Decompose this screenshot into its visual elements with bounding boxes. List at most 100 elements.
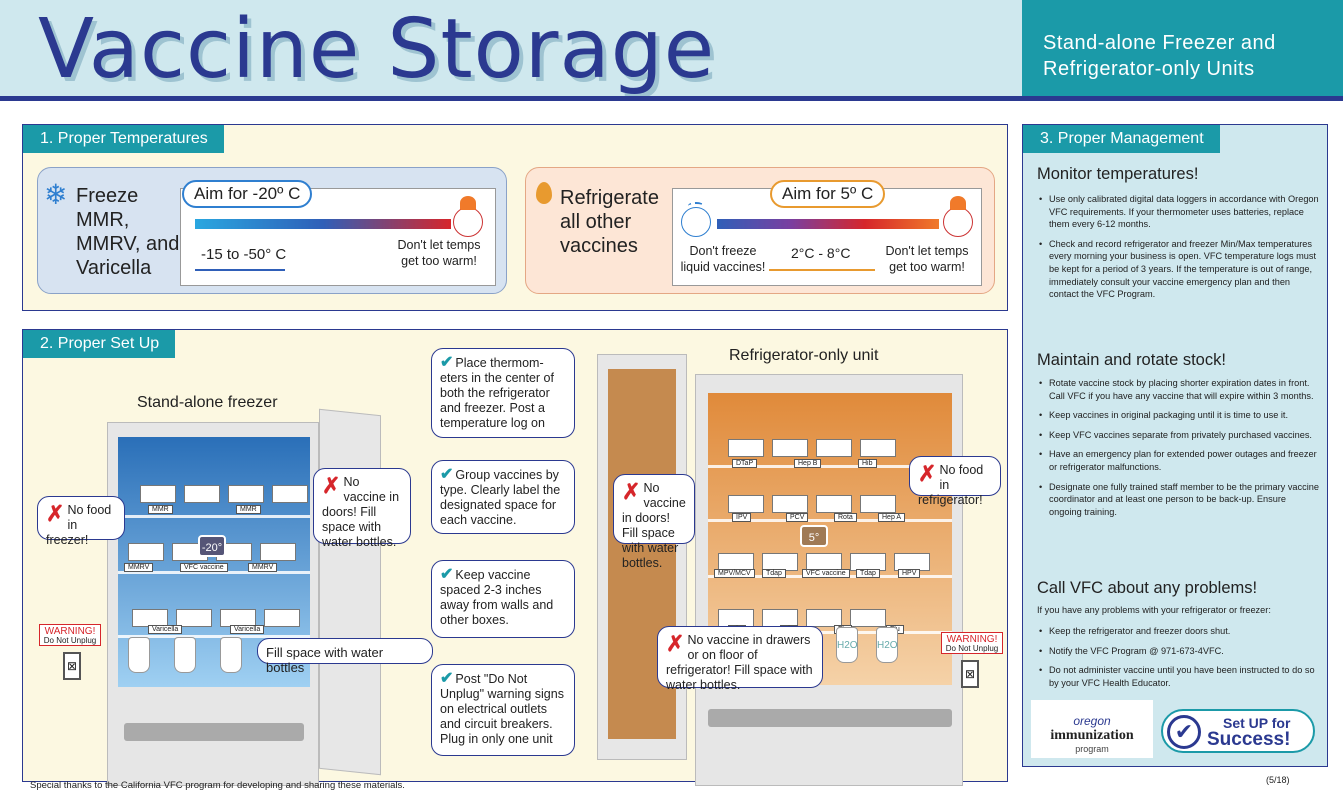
logo-text: immunization [1050,728,1134,743]
droplet-icon [536,182,552,204]
cold-warn-line: Don't freeze [689,244,757,258]
check-badge-icon: ✔ [1167,715,1201,749]
freeze-box: ❄ Freeze MMR, MMRV, and Varicella -15 to… [37,167,507,294]
fridge-warning-sign: WARNING! Do Not Unplug [941,632,1003,654]
warning-subtext: Do Not Unplug [945,644,999,653]
refrigerate-gradient-bar [717,219,939,229]
freezer-shelf [118,635,310,638]
logo-text: Success! [1207,729,1291,750]
freeze-label: Freeze MMR, MMRV, and Varicella [76,184,179,280]
callout-fill-bottles: Fill space with water bottles [257,638,433,675]
fridge-box-row [718,609,886,627]
vaccine-box [140,485,176,503]
logo-text: Set UP for [1223,715,1291,731]
callout-text: No food in freezer! [46,503,112,547]
vaccine-label: VFC vaccine [802,569,850,578]
vaccine-label: MPV/MCV [714,569,755,578]
oregon-immunization-logo: oregon immunization program [1031,700,1153,758]
callout-no-food-fridge: ✗No food in refrigerator! [909,456,1001,507]
vaccine-label: MMRV [124,563,154,572]
list-item: Keep vaccines in original packaging unti… [1037,409,1321,422]
callout-spacing: ✔Keep vaccine spaced 2-3 inches away fro… [431,560,575,638]
heading-monitor: Monitor temperatures! [1037,165,1199,183]
refrigerate-label-line: vaccines [560,235,638,257]
outlet-icon: ⊠ [961,660,979,688]
fridge-thermometer: 5° [800,525,828,547]
warning-text: WARNING! [44,626,96,637]
vaccine-label: MMRV [248,563,278,572]
vaccine-box [816,495,852,513]
vaccine-label: Tdap [856,569,880,578]
refrigerate-box: Refrigerate all other vaccines Don't fre… [525,167,995,294]
cold-face-icon [681,202,711,237]
callout-text: No vaccine in doors! Fill space with wat… [622,481,686,570]
fridge-shelf [708,631,952,634]
vaccine-box [806,609,842,627]
x-mark-icon: ✗ [918,461,937,486]
header-rule [0,96,1343,101]
refrigerate-scale: Don't freeze liquid vaccines! 2°C - 8°C … [672,188,982,286]
freezer-shelf [118,515,310,518]
callout-no-vaccine-doors-fridge: ✗No vaccine in doors! Fill space with wa… [613,474,695,570]
vaccine-box [772,495,808,513]
list-item: Check and record refrigerator and freeze… [1037,238,1321,301]
page-title: Vaccine Storage [38,2,716,97]
freezer-shelf [118,571,310,574]
freeze-scale: -15 to -50° C Don't let temps get too wa… [180,188,496,286]
list-item: Use only calibrated digital data loggers… [1037,193,1321,231]
vaccine-label: IPV [732,513,752,522]
refrigerate-warn: Don't let temps get too warm! [879,243,975,275]
logo-text: oregon [1073,714,1111,728]
callout-text: No vaccine in doors! Fill space with wat… [322,475,400,549]
warning-subtext: Do Not Unplug [43,636,97,645]
monitor-list: Use only calibrated digital data loggers… [1037,193,1321,308]
hot-face-icon [453,196,483,237]
callout-post-warning: ✔Post "Do Not Unplug" warning signs on e… [431,664,575,756]
vaccine-box [128,543,164,561]
vaccine-box [260,543,296,561]
water-bottle [220,637,242,673]
list-item: Keep the refrigerator and freezer doors … [1037,625,1321,638]
freeze-label-line: MMRV, and [76,233,180,255]
fridge-shelf [708,465,952,468]
vaccine-box [272,485,308,503]
vaccine-box [860,439,896,457]
callout-thermometers: ✔Place thermom-eters in the center of bo… [431,348,575,438]
freeze-label-line: Varicella [76,257,152,279]
callout-no-vaccine-doors-freezer: ✗No vaccine in doors! Fill space with wa… [313,468,411,549]
header: Vaccine Storage Stand-alone Freezer and … [0,0,1343,98]
water-bottle [128,637,150,673]
fridge-title: Refrigerator-only unit [729,347,879,364]
header-subtitle: Stand-alone Freezer and Refrigerator-onl… [1022,0,1343,98]
vaccine-box [228,485,264,503]
vaccine-box [850,609,886,627]
vaccine-label: PCV [786,513,809,522]
vaccine-label: HPV [898,569,921,578]
refrigerate-label-line: Refrigerate [560,187,659,209]
refrigerate-cold-warn: Don't freeze liquid vaccines! [675,243,771,275]
list-item: Notify the VFC Program @ 971-673-4VFC. [1037,645,1321,658]
footer-credit: Special thanks to the California VFC pro… [30,780,405,791]
refrigerate-warn-line: Don't let temps [885,244,969,258]
refrigerate-label-line: all other [560,211,632,233]
vaccine-box [184,485,220,503]
section-proper-temperatures: 1. Proper Temperatures ❄ Freeze MMR, MMR… [22,124,1008,311]
vaccine-label: Rota [834,513,857,522]
check-icon: ✔ [440,566,454,583]
callout-text: Place thermom-eters in the center of bot… [440,356,554,430]
freeze-warn-line: Don't let temps [397,238,481,252]
vaccine-label: Varicella [230,625,265,634]
call-intro: If you have any problems with your refri… [1037,605,1271,615]
footer-date: (5/18) [1266,775,1290,785]
freeze-label-line: MMR, [76,209,130,231]
vaccine-label: VFC vaccine [180,563,228,572]
refrigerate-label: Refrigerate all other vaccines [560,186,659,258]
freeze-warn: Don't let temps get too warm! [391,237,487,269]
x-mark-icon: ✗ [46,501,65,526]
section-3-tag: 3. Proper Management [1023,125,1220,153]
refrigerate-range: 2°C - 8°C [791,245,851,261]
vaccine-label: Tdap [762,569,786,578]
